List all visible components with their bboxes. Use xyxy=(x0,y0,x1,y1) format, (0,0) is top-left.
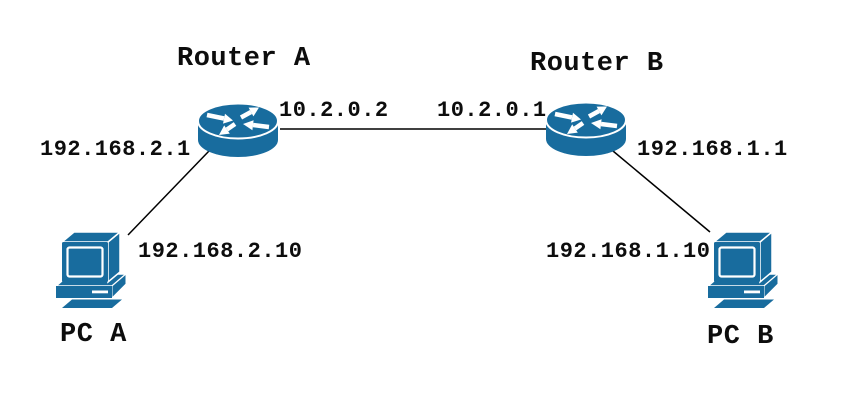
pc-b-ip-label: 192.168.1.10 xyxy=(546,239,711,264)
router-b-wan-ip-label: 10.2.0.1 xyxy=(437,98,547,123)
router-b-label: Router B xyxy=(530,49,664,79)
pc-b-desktop-computer-icon xyxy=(706,228,790,308)
link-router-a-pc-a xyxy=(127,150,210,236)
router-b-lan-ip-label: 192.168.1.1 xyxy=(637,137,788,162)
router-a-label: Router A xyxy=(177,44,311,74)
router-a-lan-ip-label: 192.168.2.1 xyxy=(40,137,191,162)
router-a-wan-ip-label: 10.2.0.2 xyxy=(279,98,389,123)
pc-a-ip-label: 192.168.2.10 xyxy=(138,239,303,264)
pc-a-desktop-computer-icon xyxy=(54,228,138,308)
pc-a-label: PC A xyxy=(60,320,127,350)
link-router-b-pc-b xyxy=(612,150,711,233)
pc-b-label: PC B xyxy=(707,322,774,352)
router-b-icon xyxy=(544,100,628,158)
router-a-icon xyxy=(196,101,280,159)
